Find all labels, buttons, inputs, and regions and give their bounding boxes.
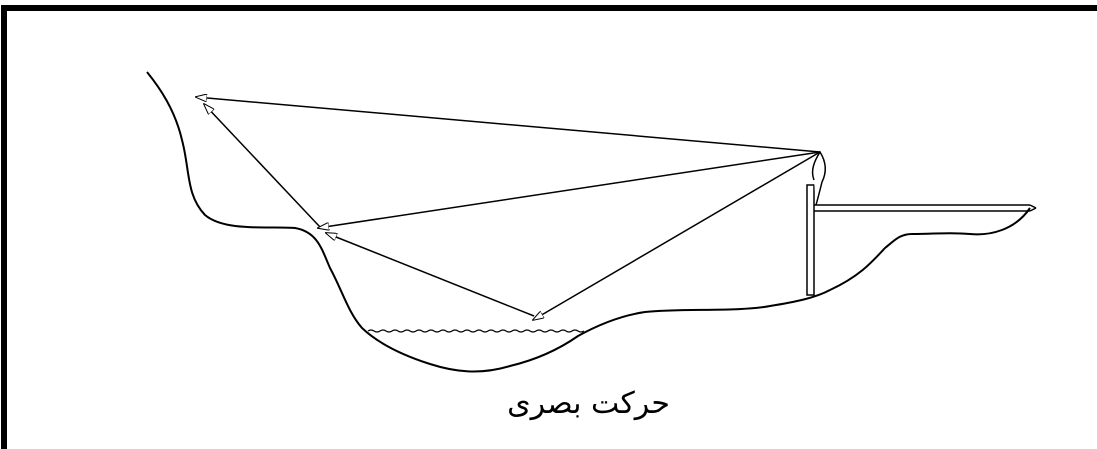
arrow-source-to-bottom bbox=[533, 151, 821, 320]
dam-structure bbox=[806, 150, 1037, 296]
terrain-profile bbox=[146, 71, 1031, 373]
trajectory-lines bbox=[196, 97, 821, 320]
diagram-caption: حرکت بصری bbox=[0, 384, 1097, 424]
arrow-bottom-to-mid bbox=[326, 233, 535, 317]
caption-text: حرکت بصری bbox=[507, 386, 670, 421]
frame-border bbox=[1, 5, 1097, 449]
arrow-source-to-mid bbox=[318, 151, 821, 228]
arrow-mid-to-top bbox=[204, 104, 321, 228]
water-surface bbox=[367, 329, 585, 333]
arrow-source-to-top bbox=[196, 97, 821, 153]
